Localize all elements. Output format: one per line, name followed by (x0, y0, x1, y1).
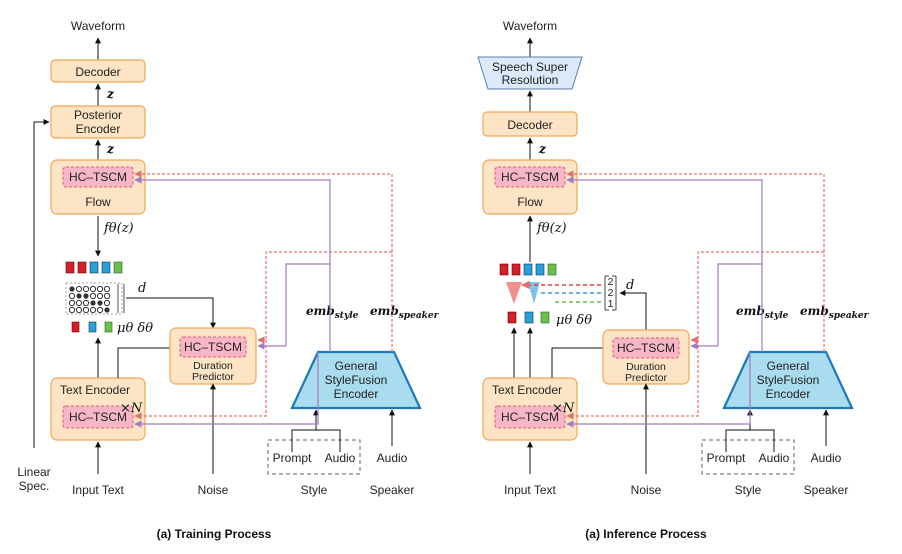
stylefusion-encoder-block-inf (722, 350, 854, 410)
svg-text:2: 2 (608, 276, 614, 288)
z-label-2: z (106, 142, 115, 156)
decoder-block (50, 59, 146, 83)
stylefusion-encoder-block (290, 350, 422, 410)
input-text-label-inf: Input Text (504, 483, 556, 497)
duration-predictor-label-2: Predictor (192, 371, 235, 383)
text-encoder-hctscm-block-inf (494, 405, 566, 429)
stylefusion-label-1: General (335, 359, 378, 373)
latent-tokens-inf (499, 263, 557, 276)
speech-super-resolution-block (477, 56, 583, 90)
f-theta-z-label: fθ(z) (103, 221, 134, 236)
emb-speaker-label: embspeaker (370, 304, 440, 321)
posterior-encoder-label-1: Posterior (74, 108, 122, 122)
flow-hctscm-label: HC–TSCM (69, 170, 127, 184)
text-encoder-hctscm-label-inf: HC–TSCM (501, 410, 559, 424)
alignment-matrix (65, 282, 125, 315)
decoder-block-inf (482, 111, 578, 137)
svg-text:1: 1 (608, 298, 614, 310)
duration-vector: 2 2 1 (604, 275, 617, 311)
emb-speaker-label-inf: embspeaker (800, 304, 870, 321)
f-theta-z-label-inf: fθ(z) (536, 221, 567, 236)
inference-panel: Waveform Speech Super Resolution Decoder… (477, 19, 870, 541)
text-encoder-hctscm-label: HC–TSCM (69, 410, 127, 424)
times-n-label-inf: ×N (552, 401, 575, 416)
emb-style-label-inf: embstyle (736, 304, 789, 321)
mu-delta-label: μθ δθ (117, 321, 153, 336)
expand-blue (528, 282, 540, 304)
prior-stats-inf (507, 311, 550, 324)
prior-stats (71, 321, 113, 333)
posterior-encoder-label-2: Encoder (76, 122, 121, 136)
stylefusion-label-3: Encoder (334, 387, 379, 401)
text-encoder-label: Text Encoder (60, 383, 130, 397)
token-blue-1 (89, 261, 99, 274)
token-red-2 (77, 261, 87, 274)
style-audio-label-inf: Audio (759, 451, 790, 465)
duration-hctscm-label: HC–TSCM (184, 340, 242, 354)
decoder-label-inf: Decoder (507, 118, 552, 132)
speaker-audio-label: Audio (377, 451, 408, 465)
expand-red (506, 282, 522, 304)
ssr-label-1: Speech Super (492, 60, 568, 74)
flow-hctscm-label-inf: HC–TSCM (501, 170, 559, 184)
token-blue-2 (101, 261, 111, 274)
token-red-1 (65, 261, 75, 274)
text-encoder-label-inf: Text Encoder (492, 383, 562, 397)
style-label-inf: Style (735, 483, 762, 497)
prompt-label: Prompt (273, 451, 312, 465)
waveform-label: Waveform (71, 19, 125, 33)
speaker-label-inf: Speaker (804, 483, 849, 497)
z-label-inf: z (538, 142, 547, 156)
speaker-label: Speaker (370, 483, 415, 497)
duration-predictor-label-2-inf: Predictor (625, 372, 668, 384)
d-label-inf: d (626, 278, 634, 293)
text-encoder-hctscm-block (62, 405, 134, 429)
stylefusion-label-3-inf: Encoder (766, 387, 811, 401)
flow-hctscm-block-inf (494, 166, 566, 188)
flow-label: Flow (85, 195, 111, 209)
style-input-box-inf (701, 439, 795, 475)
posterior-encoder-block (50, 105, 146, 139)
prompt-label-inf: Prompt (707, 451, 746, 465)
input-text-label: Input Text (72, 483, 124, 497)
latent-tokens (65, 261, 123, 274)
flow-hctscm-block (62, 166, 134, 188)
d-label: d (138, 281, 146, 296)
duration-hctscm-block (179, 336, 247, 358)
waveform-label-inf: Waveform (503, 19, 557, 33)
stylefusion-label-2: StyleFusion (325, 373, 388, 387)
stylefusion-label-2-inf: StyleFusion (757, 373, 820, 387)
inference-caption: (a) Inference Process (585, 527, 707, 541)
token-green (113, 261, 123, 274)
style-audio-label: Audio (325, 451, 356, 465)
training-caption: (a) Training Process (157, 527, 272, 541)
noise-label: Noise (198, 483, 229, 497)
duration-hctscm-block-inf (612, 337, 680, 359)
mu-delta-label-inf: μθ δθ (556, 313, 592, 328)
emb-style-label: embstyle (306, 304, 359, 321)
linear-spec-label-1: Linear (17, 465, 50, 479)
flow-label-inf: Flow (517, 195, 543, 209)
z-label-1: z (106, 87, 115, 101)
ssr-label-2: Resolution (502, 73, 559, 87)
stylefusion-label-1-inf: General (767, 359, 810, 373)
style-label: Style (301, 483, 328, 497)
svg-text:2: 2 (608, 287, 614, 299)
decoder-label: Decoder (75, 65, 120, 79)
speaker-audio-label-inf: Audio (811, 451, 842, 465)
style-input-box (267, 439, 361, 475)
duration-predictor-label-1-inf: Duration (626, 361, 666, 373)
times-n-label: ×N (120, 401, 143, 416)
training-panel: Waveform Decoder z Posterior Encoder Lin… (17, 19, 439, 541)
linear-spec-label-2: Spec. (19, 479, 50, 493)
noise-label-inf: Noise (631, 483, 662, 497)
duration-predictor-label-1: Duration (193, 360, 233, 372)
duration-hctscm-label-inf: HC–TSCM (617, 341, 675, 355)
